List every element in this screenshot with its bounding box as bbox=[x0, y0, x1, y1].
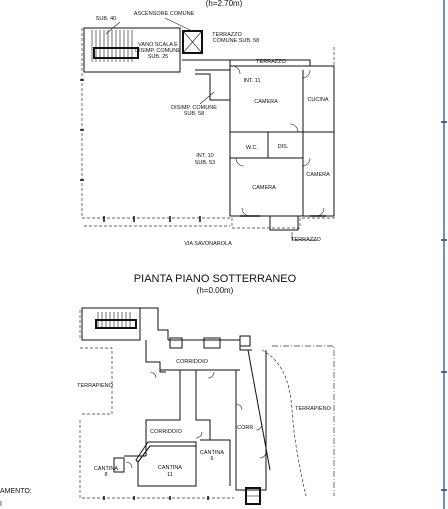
upper-plan: SUB. 40 ASCENSORE COMUNE TERRAZZO COMUNE… bbox=[80, 11, 335, 247]
terrace-top bbox=[229, 59, 311, 66]
section-title: PIANTA PIANO SOTTERRANEO bbox=[134, 273, 297, 285]
label-cantina8-1: CANTINA bbox=[94, 466, 118, 472]
stair-landing bbox=[93, 47, 139, 59]
legend-fragment-2: I bbox=[0, 501, 2, 508]
legend-fragment: AMENTO: bbox=[0, 488, 32, 495]
label-ascensore: ASCENSORE COMUNE bbox=[134, 11, 195, 17]
label-vano-scala-2: DISIMP. COMUNE bbox=[135, 48, 181, 54]
terrapieno-right-outline bbox=[272, 345, 335, 496]
label-vano-scala-1: VANO SCALA E bbox=[138, 42, 178, 48]
label-cantina6-1: CANTINA bbox=[200, 450, 224, 456]
terrapieno-left-outline bbox=[80, 347, 113, 415]
label-terrazzo-comune-2: COMUNE SUB. 58 bbox=[213, 38, 259, 44]
label-vano-scala-3: SUB. 25 bbox=[148, 54, 168, 60]
upper-outline bbox=[81, 28, 335, 229]
lower-window-marks bbox=[103, 496, 209, 500]
apartment-outline bbox=[229, 65, 335, 217]
corridor-top-walls bbox=[145, 340, 166, 373]
staircase-block bbox=[83, 27, 181, 73]
label-int10: INT. 10 bbox=[196, 153, 213, 159]
door-swings bbox=[231, 65, 325, 217]
terrapieno-curve bbox=[261, 349, 307, 497]
label-terrazzo-top: TERRAZZO bbox=[256, 59, 286, 65]
stair-treads bbox=[91, 30, 133, 62]
label-cucina: CUCINA bbox=[307, 97, 328, 103]
label-camera-1: CAMERA bbox=[254, 99, 278, 105]
window-marks bbox=[80, 79, 326, 222]
label-sub53: SUB. 53 bbox=[195, 160, 215, 166]
label-camera-3: CAMERA bbox=[306, 172, 330, 178]
lower-plan: TERRAPIENO CORRIDOIO TERRAPIENO CORRIDOI… bbox=[77, 307, 335, 505]
label-terrapieno-left: TERRAPIENO bbox=[77, 383, 113, 389]
label-cantina11-2: 11 bbox=[167, 472, 173, 478]
label-terrazzo-bottom: TERRAZZO bbox=[291, 237, 321, 243]
label-cantina11-1: CANTINA bbox=[158, 465, 182, 471]
label-disimp-2: SUB. 58 bbox=[184, 111, 204, 117]
label-sub40: SUB. 40 bbox=[96, 16, 116, 22]
lower-door-swings bbox=[125, 371, 267, 469]
edge-ticks bbox=[441, 121, 447, 491]
label-int11: INT. 11 bbox=[243, 78, 260, 84]
label-via-savonarola: VIA SAVONAROLA bbox=[184, 241, 232, 247]
terrace-bottom bbox=[269, 215, 299, 231]
upper-height-label: (h=2.70m) bbox=[206, 0, 243, 8]
label-cantina8-2: 8 bbox=[104, 472, 107, 478]
label-dis: DIS. bbox=[278, 144, 289, 150]
elevator-shaft bbox=[182, 30, 203, 54]
label-corridoio-mid: CORRIDOIO bbox=[150, 429, 183, 435]
label-wc: W.C. bbox=[246, 145, 258, 151]
label-disimp-1: DISIMP. COMUNE bbox=[171, 105, 217, 111]
label-terrazzo-comune-1: TERRAZZO bbox=[212, 32, 242, 38]
basement-staircase bbox=[81, 307, 141, 341]
label-corridoio-top: CORRIDOIO bbox=[176, 359, 209, 365]
label-cantina6-2: 6 bbox=[210, 456, 213, 462]
label-camera-2: CAMERA bbox=[252, 185, 276, 191]
label-terrapieno-right: TERRAPIENO bbox=[295, 406, 331, 412]
section-height: (h=0.00m) bbox=[197, 286, 234, 295]
label-corr: CORR. bbox=[237, 425, 255, 431]
